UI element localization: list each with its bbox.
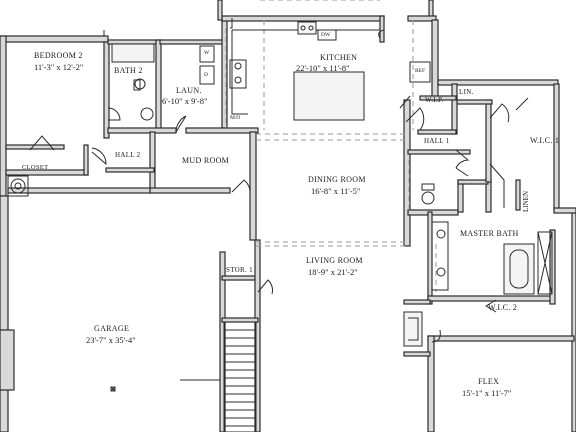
- master-sink-1: [436, 229, 446, 239]
- laundry-dims: 6'-10" x 9'-8": [162, 96, 208, 106]
- misc-fixtures: [7, 163, 505, 392]
- closet-label: CLOSET: [22, 164, 49, 171]
- dryer-box: [199, 65, 215, 85]
- garage-label: GARAGE: [94, 324, 130, 333]
- bath-2-label: BATH 2: [114, 66, 143, 75]
- doors: [29, 95, 529, 345]
- flex-dims: 15'-1" x 11'-7": [462, 388, 512, 398]
- bedroom-2-dims: 11'-3" x 12'-2": [34, 62, 84, 72]
- master-shower: [537, 231, 553, 295]
- bedroom-2-label: BEDROOM 2: [34, 51, 83, 60]
- microwave-oven-label: M/O: [230, 115, 241, 121]
- fireplace: [403, 311, 423, 347]
- master-bath-label: MASTER BATH: [460, 229, 519, 238]
- wip-label: W.I.P.: [425, 96, 444, 104]
- washer-label: W: [204, 50, 210, 56]
- living-room-dims: 18'-9" x 21'-2": [308, 267, 358, 277]
- dishwasher-box: [317, 29, 337, 41]
- water-heater-box: [7, 175, 29, 197]
- linen-side-label: LINEN: [522, 191, 530, 212]
- washer-box: [199, 45, 215, 63]
- flex-label: FLEX: [478, 377, 500, 386]
- kitchen-dims: 22'-10" x 11'-8": [296, 63, 350, 73]
- master-tub: [503, 243, 535, 295]
- laundry-label: LAUN.: [176, 86, 202, 95]
- stor-1-label: STOR. 1: [226, 266, 253, 274]
- kitchen-label: KITCHEN: [320, 53, 358, 62]
- mud-room-label: MUD ROOM: [182, 156, 230, 165]
- wic-1-label: W.I.C. 1: [530, 136, 560, 145]
- dishwasher-label: DW: [321, 32, 331, 38]
- kitchen-island: [293, 71, 365, 121]
- dryer-label: D: [204, 72, 208, 78]
- living-room-label: LIVING ROOM: [306, 256, 363, 265]
- wic-2-label: W.I.C. 2: [488, 303, 518, 312]
- master-bath-fixtures: [421, 183, 553, 295]
- dashed-openings: [225, 0, 437, 292]
- hall-2-label: HALL 2: [115, 151, 141, 159]
- lin-top-label: LIN.: [459, 88, 474, 96]
- dining-room-label: DINING ROOM: [308, 175, 366, 184]
- stair: [223, 321, 257, 432]
- master-sink-2: [436, 267, 446, 277]
- refrigerator-box: [409, 61, 431, 83]
- garage-dims: 23'-7" x 35'-4": [86, 335, 136, 345]
- hall-toilet: [421, 191, 435, 205]
- refrigerator-label: REF: [415, 68, 426, 74]
- hall-1-label: HALL 1: [424, 137, 450, 145]
- dining-room-dims: 16'-8" x 11'-5": [311, 186, 361, 196]
- kitchen-fixtures: [229, 18, 431, 121]
- lavatory-bath2: [140, 107, 154, 121]
- bath-laundry-fixtures: [103, 30, 215, 121]
- bathtub-bath2: [111, 43, 155, 63]
- kitchen-sink: [297, 21, 317, 35]
- range-cooktop: [229, 59, 247, 89]
- floor-drain: [110, 386, 116, 392]
